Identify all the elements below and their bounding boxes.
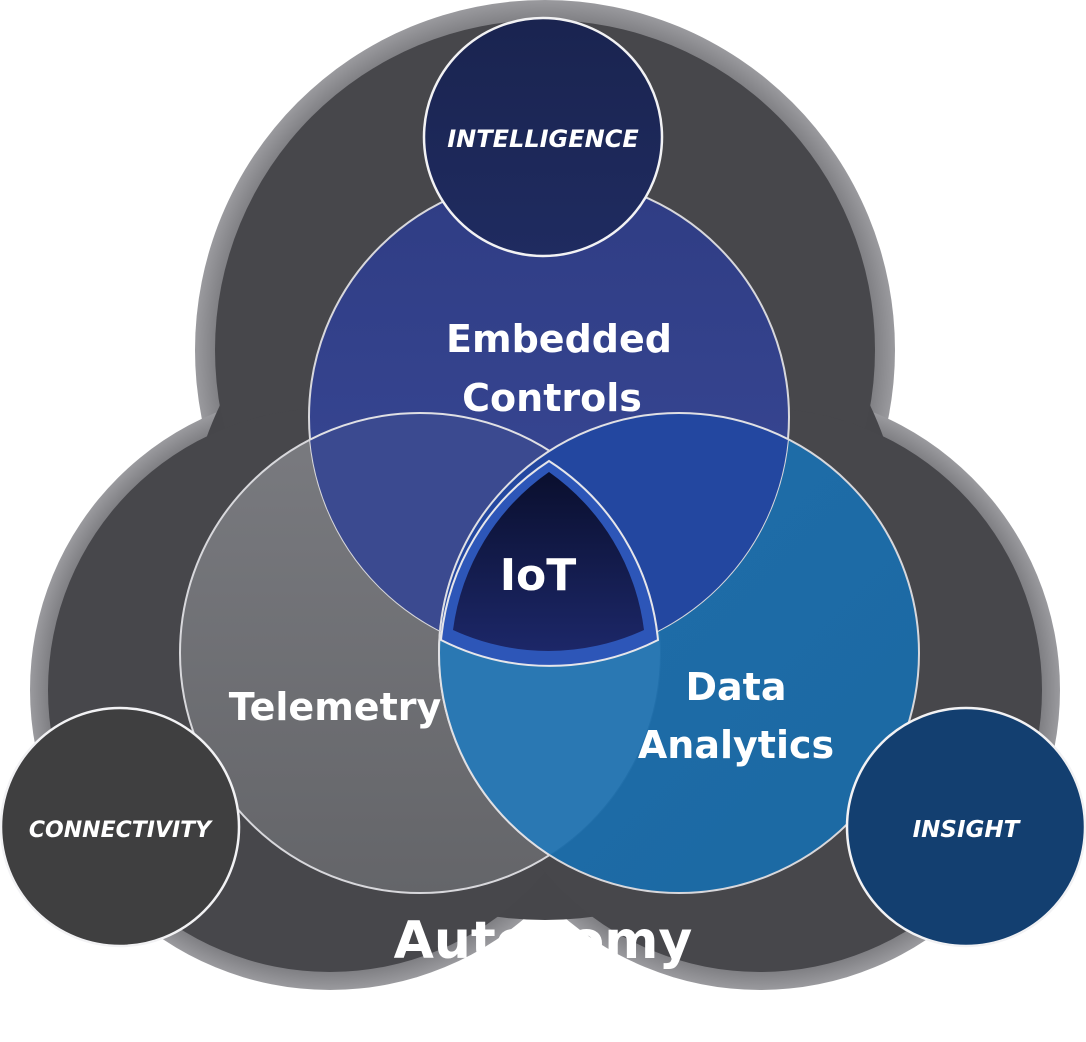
- iot-label: IoT: [500, 550, 577, 601]
- insight-label: INSIGHT: [913, 817, 1022, 843]
- connectivity-pillar: CONNECTIVITY: [0, 706, 241, 948]
- connectivity-circle: [0, 706, 241, 948]
- data-analytics-label-line1: Data: [686, 665, 787, 709]
- embedded-controls-label-line1: Embedded: [446, 317, 672, 361]
- autonomy-label: Autonomy: [394, 911, 693, 971]
- connectivity-label: CONNECTIVITY: [29, 818, 213, 843]
- embedded-controls-label-line2: Controls: [462, 376, 642, 420]
- intelligence-label: INTELLIGENCE: [447, 125, 639, 153]
- telemetry-label: Telemetry: [229, 685, 442, 729]
- insight-circle: [845, 706, 1086, 948]
- insight-pillar: INSIGHT: [845, 706, 1086, 948]
- intelligence-pillar: INTELLIGENCE: [422, 16, 664, 258]
- data-analytics-label-line2: Analytics: [638, 723, 834, 767]
- intelligence-circle: [422, 16, 664, 258]
- iot-core: IoT: [439, 459, 660, 667]
